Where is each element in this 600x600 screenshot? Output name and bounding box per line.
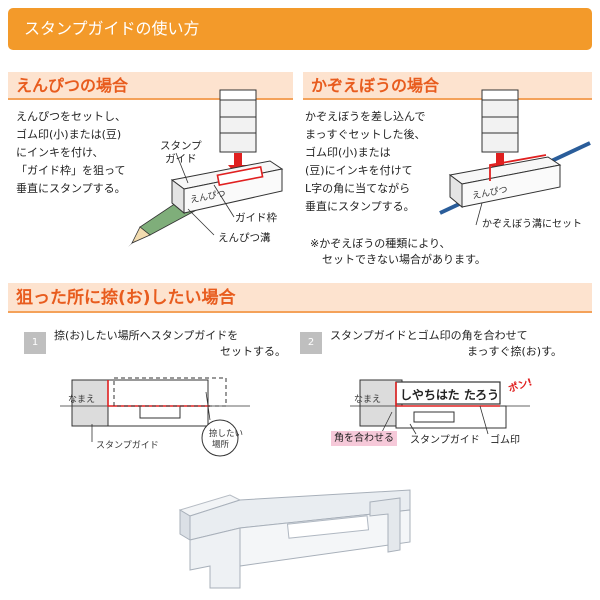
step-2-line: まっすぐ捺(お)す。 <box>466 345 562 358</box>
pencil-line: にインキを付け、 <box>16 146 104 159</box>
pencil-illustration: えんぴつ <box>128 89 284 247</box>
abacus-groove-label: かぞえぼう溝にセット <box>482 219 582 230</box>
pencil-line: 「ガイド枠」を狙って <box>16 164 126 177</box>
rubber-stamp-icon <box>219 89 257 153</box>
stamp-guide-label-line: スタンプ <box>160 140 202 152</box>
abacus-line: 垂直にスタンプする。 <box>305 200 415 213</box>
corner-align-label: 角を合わせる <box>331 431 397 446</box>
stamp-guide-label-line: ガイド <box>165 153 197 165</box>
pon-text: ポン! <box>507 375 534 395</box>
step-2-number: 2 <box>300 332 322 354</box>
pencil-line: ゴム印(小)または(豆) <box>16 128 122 141</box>
guide-label-2: スタンプガイド <box>410 435 480 446</box>
abacus-line: (豆)にインキを付けて <box>305 164 413 177</box>
pencil-instructions: えんぴつをセットし、 ゴム印(小)または(豆) にインキを付け、 「ガイド枠」を… <box>16 108 176 198</box>
abacus-section-title: かぞえぼうの場合 <box>303 72 592 100</box>
product-photo <box>178 489 411 589</box>
abacus-instructions: かぞえぼうを差し込んで まっすぐセットした後、 ゴム印(小)または (豆)にイン… <box>305 108 465 216</box>
stamp-text: しやちはた たろう <box>400 388 499 402</box>
abacus-note-line: セットできない場合があります。 <box>322 253 486 266</box>
abacus-line: ゴム印(小)または <box>305 146 391 159</box>
stamp-guide-icon: えんぴつ <box>448 154 562 209</box>
abacus-line: かぞえぼうを差し込んで <box>305 110 426 123</box>
step-1-number: 1 <box>24 332 46 354</box>
oshitai-section-title: 狙った所に捺(お)したい場合 <box>8 283 592 313</box>
step-1-line: セットする。 <box>220 345 286 358</box>
abacus-line: まっすぐセットした後、 <box>305 128 426 141</box>
abacus-note: ※かぞえぼうの種類により、 セットできない場合があります。 <box>310 236 595 268</box>
step-2-text: スタンプガイドとゴム印の角を合わせて まっすぐ捺(お)す。 <box>330 328 562 360</box>
stamp-guide-icon: えんぴつ <box>170 160 284 215</box>
rubber-stamp-label: ゴム印 <box>490 435 520 446</box>
pencil-section-title: えんぴつの場合 <box>8 72 293 100</box>
rubber-stamp-icon <box>481 89 519 153</box>
step-2-figure: なまえ しやちはた たろう ポン! <box>350 375 534 435</box>
target-area <box>113 377 227 407</box>
abacus-note-line: ※かぞえぼうの種類により、 <box>310 237 451 250</box>
abacus-illustration: えんぴつ <box>439 89 591 226</box>
step-1-text: 捺(お)したい場所へスタンプガイドを セットする。 <box>54 328 286 360</box>
guide-label: スタンプガイド <box>96 440 159 451</box>
pencil-line: 垂直にスタンプする。 <box>16 182 126 195</box>
guide-frame-label: ガイド枠 <box>235 212 277 224</box>
step-1-figure: なまえ スタンプガイド 捺したい 場所 <box>60 377 250 457</box>
place-circle <box>201 419 239 457</box>
step-2-line: スタンプガイドとゴム印の角を合わせて <box>330 329 528 342</box>
stamp-guide-label: スタンプ ガイド <box>160 140 202 166</box>
place-label-line: 場所 <box>212 439 230 450</box>
step-1-line: 捺(お)したい場所へスタンプガイドを <box>54 329 239 342</box>
place-label-line: 捺したい <box>209 428 243 439</box>
pencil-groove-label: えんぴつ溝 <box>218 232 271 244</box>
page-header: スタンプガイドの使い方 <box>8 8 592 50</box>
abacus-line: L字の角に当てながら <box>305 182 411 195</box>
pencil-line: えんぴつをセットし、 <box>16 110 126 123</box>
name-label: なまえ <box>354 394 381 405</box>
name-label: なまえ <box>68 394 95 405</box>
